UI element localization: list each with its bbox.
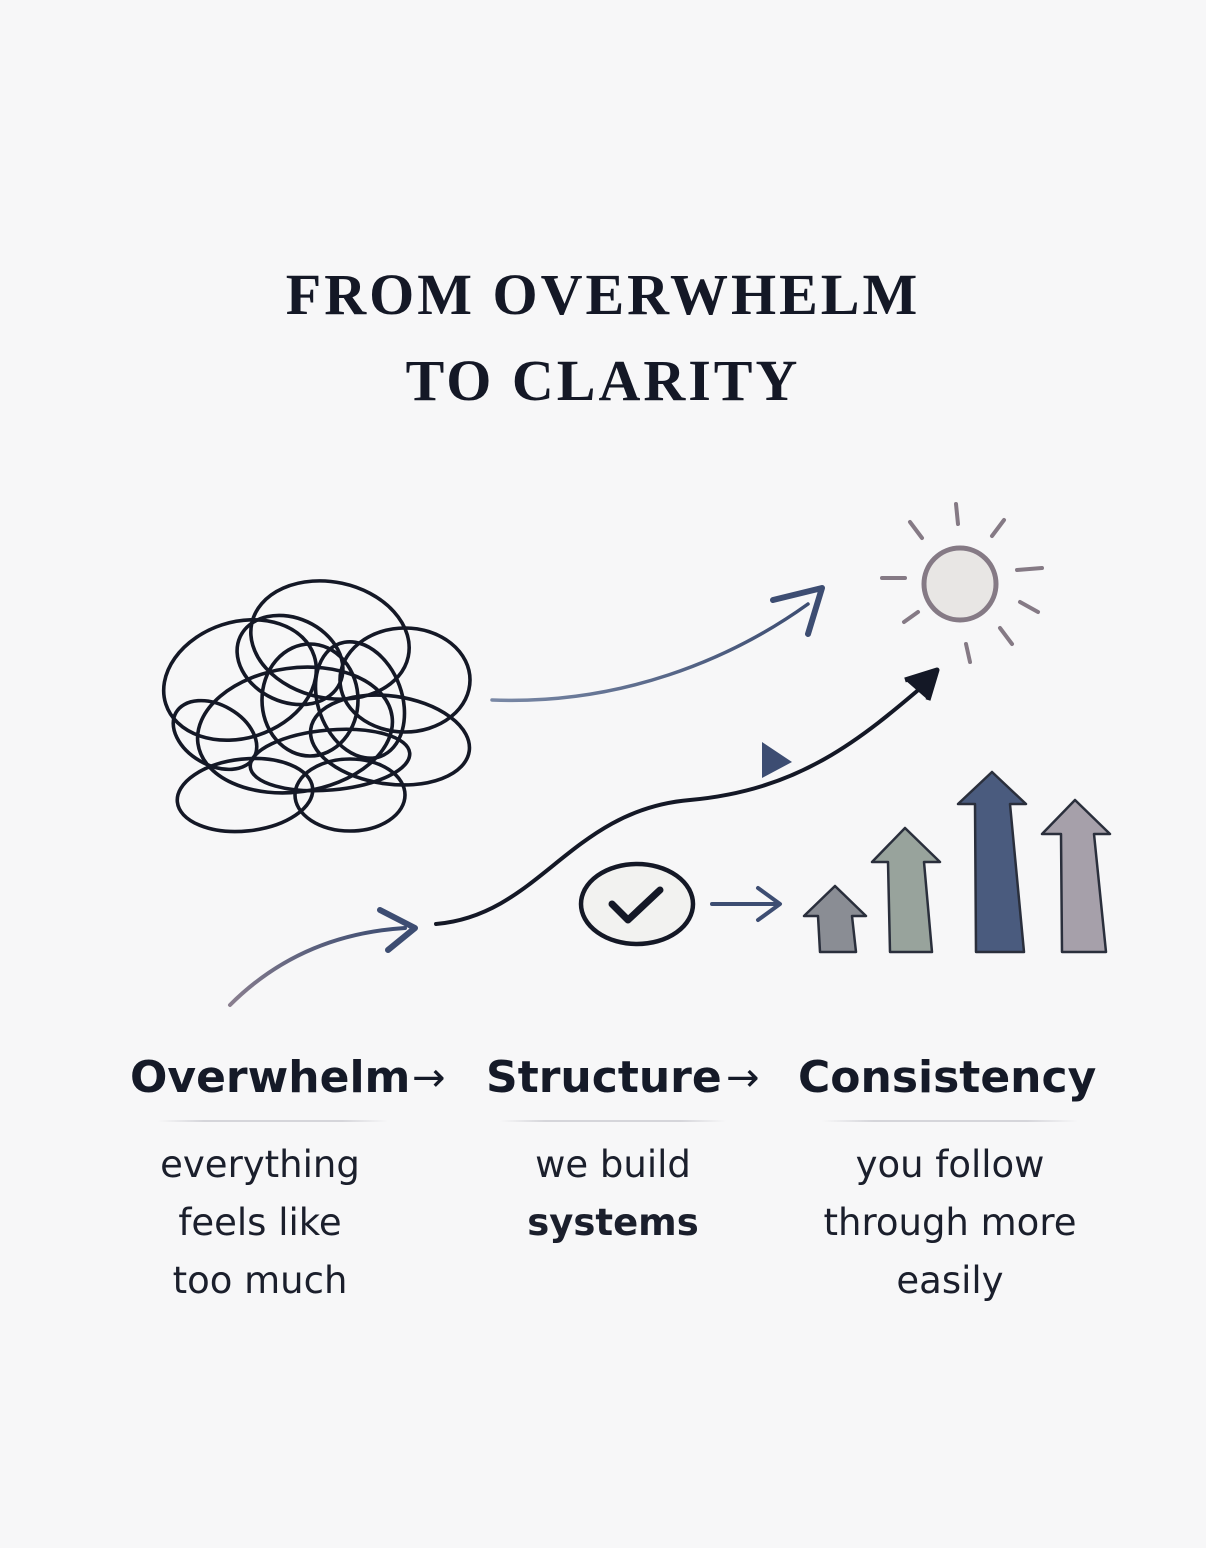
description-line-emphasis: systems (527, 1201, 699, 1244)
divider-overwhelm (158, 1120, 388, 1122)
illustration (161, 502, 1112, 1007)
description-line: you follow (855, 1143, 1045, 1186)
divider-structure (500, 1120, 726, 1122)
stage-label-overwhelm: Overwhelm (130, 1052, 411, 1103)
rising-arrow-3 (956, 770, 1028, 954)
rising-arrows-icon (802, 770, 1112, 954)
rising-arrow-4 (1040, 798, 1112, 954)
sun-icon (880, 502, 1044, 664)
connector-arrow-2: → (726, 1055, 760, 1101)
stage-labels: Overwhelm → Structure → Consistency (0, 1048, 1206, 1118)
lower-start-arrow (228, 907, 418, 1007)
page-title: FROM OVERWHELM TO CLARITY (0, 252, 1206, 424)
title-line-1: FROM OVERWHELM (285, 262, 921, 327)
small-connector-arrow (710, 886, 782, 922)
rising-arrow-2 (870, 826, 942, 954)
divider-consistency (822, 1120, 1078, 1122)
title-line-2: TO CLARITY (405, 348, 801, 413)
checkmark-circle-icon (578, 861, 696, 947)
description-consistency: you follow through more easily (800, 1136, 1100, 1310)
play-marker-icon (762, 742, 792, 778)
description-structure: we build systems (470, 1136, 756, 1252)
growth-path-arrow (434, 667, 940, 926)
description-line: too much (172, 1259, 348, 1302)
connector-arrow-1: → (412, 1055, 446, 1101)
top-arrow (490, 585, 825, 703)
description-overwhelm: everything feels like too much (120, 1136, 400, 1310)
description-line: we build (535, 1143, 691, 1186)
description-line: easily (896, 1259, 1004, 1302)
description-line: everything (160, 1143, 360, 1186)
stage-label-consistency: Consistency (798, 1052, 1097, 1103)
description-line: feels like (178, 1201, 342, 1244)
rising-arrow-1 (802, 884, 868, 954)
description-line: through more (823, 1201, 1077, 1244)
stage-label-structure: Structure (486, 1052, 722, 1103)
tangled-scribble-icon (161, 579, 472, 834)
